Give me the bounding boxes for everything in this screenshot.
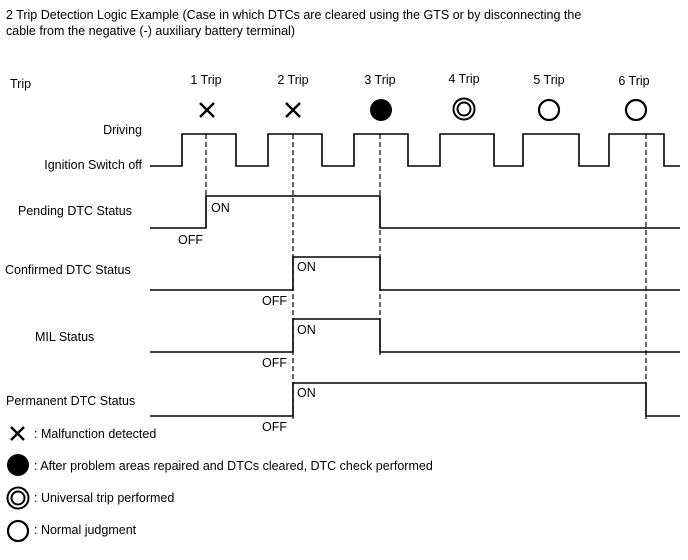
driving-ignition-waveform [150,133,680,167]
legend-double-circle-icon [6,486,30,510]
legend-cross-text: : Malfunction detected [34,427,156,441]
title-line-1: 2 Trip Detection Logic Example (Case in … [6,8,582,22]
trip-labels: 1 Trip 2 Trip 3 Trip 4 Trip 5 Trip 6 Tri… [190,72,649,88]
legend: : Malfunction detected : After problem a… [6,426,433,543]
confirmed-off-label: OFF [262,294,287,308]
pending-on-label: ON [211,201,230,215]
trip-1-label: 1 Trip [190,73,221,87]
trip-3-filled-circle-icon [370,99,392,121]
confirmed-on-label: ON [297,260,316,274]
trip-6-open-circle-icon [624,98,648,122]
trip-4-label: 4 Trip [448,72,479,86]
trip-4-double-circle-icon [452,97,476,121]
trip-symbols [199,97,648,122]
pending-dtc-label: Pending DTC Status [18,204,132,218]
legend-open-circle-icon [6,519,30,543]
permanent-dtc-label: Permanent DTC Status [6,394,135,408]
legend-cross-icon [10,426,25,441]
confirmed-dtc-signal [150,256,680,291]
permanent-on-label: ON [297,386,316,400]
confirmed-dtc-label: Confirmed DTC Status [5,263,131,277]
title-line-2: cable from the negative (-) auxiliary ba… [6,23,296,38]
trip-6-label: 6 Trip [618,74,649,88]
trip-marker-lines [205,134,647,420]
trip-1-cross-icon [199,102,215,118]
trip-2-cross-icon [285,102,301,118]
trip-5-open-circle-icon [537,98,561,122]
ignition-off-label: Ignition Switch off [44,158,142,172]
pending-off-label: OFF [178,233,203,247]
permanent-dtc-signal [150,382,680,417]
trip-5-label: 5 Trip [533,73,564,87]
driving-label: Driving [103,123,142,137]
legend-filled-circle-text: : After problem areas repaired and DTCs … [34,459,433,473]
mil-status-signal [150,318,680,353]
permanent-off-label: OFF [262,420,287,434]
mil-status-label: MIL Status [35,330,94,344]
legend-open-circle-text: : Normal judgment [34,523,137,537]
legend-double-circle-text: : Universal trip performed [34,491,174,505]
trip-2-label: 2 Trip [277,73,308,87]
legend-filled-circle-icon [7,454,29,476]
trip-header-label: Trip [10,77,31,91]
mil-off-label: OFF [262,356,287,370]
diagram-title: 2 Trip Detection Logic Example (Case in … [6,8,581,39]
trip-3-label: 3 Trip [364,73,395,87]
mil-on-label: ON [297,323,316,337]
pending-dtc-signal [150,195,680,229]
